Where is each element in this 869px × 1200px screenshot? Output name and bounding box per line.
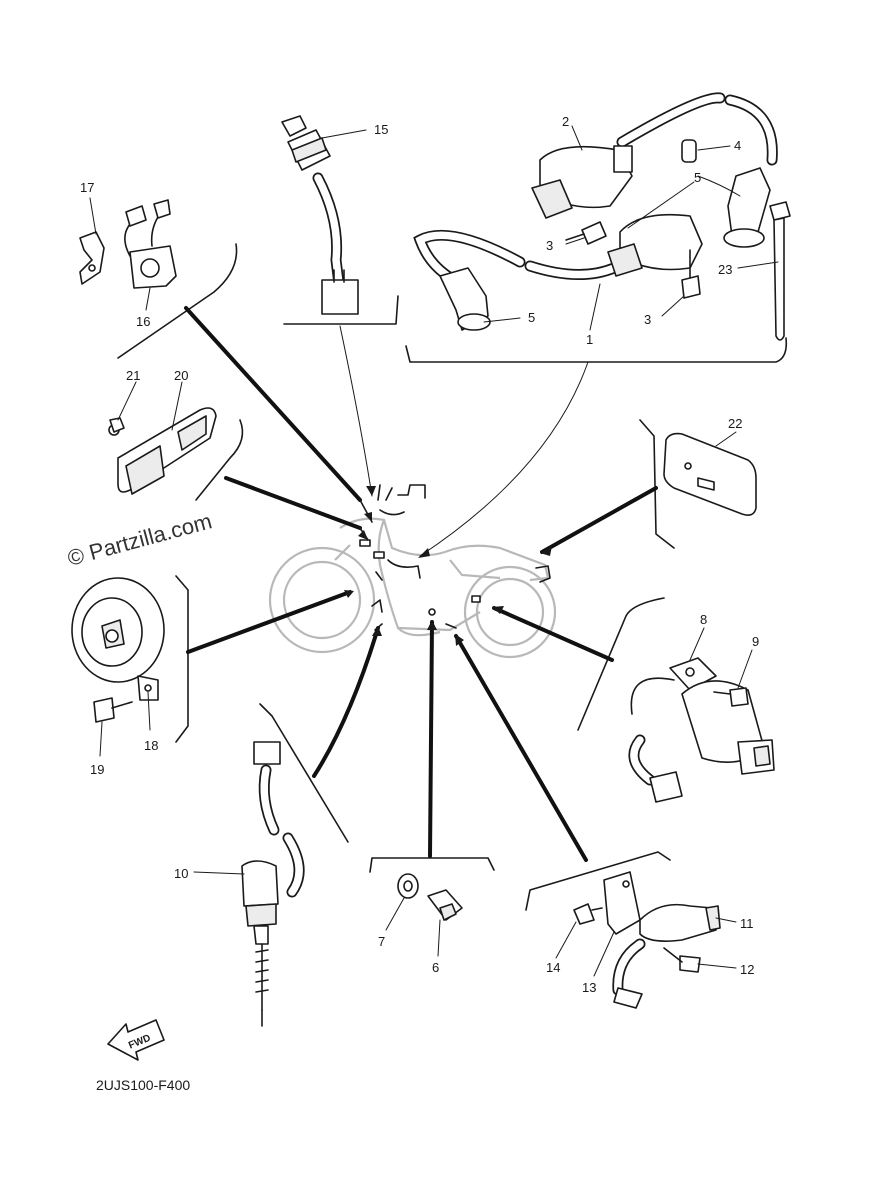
callout-leaders	[89, 125, 779, 977]
callout-21: 21	[126, 368, 140, 383]
callout-18: 18	[144, 738, 158, 753]
callout-6: 6	[432, 960, 439, 975]
callout-3b: 3	[644, 312, 651, 327]
callout-3a: 3	[546, 238, 553, 253]
part-22-reflector	[663, 432, 757, 516]
ignition-coils	[413, 92, 791, 341]
callout-22: 22	[728, 416, 742, 431]
part-18-19-horn	[71, 577, 165, 723]
part-20-reflector	[108, 407, 217, 495]
callout-13: 13	[582, 980, 596, 995]
callout-5a: 5	[694, 170, 701, 185]
diagram-code: 2UJS100-F400	[96, 1077, 190, 1093]
callout-23: 23	[718, 262, 732, 277]
callout-1: 1	[586, 332, 593, 347]
callout-5b: 5	[528, 310, 535, 325]
callout-7: 7	[378, 934, 385, 949]
callout-16: 16	[136, 314, 150, 329]
arrow-heads	[344, 486, 552, 646]
callout-numbers: 15 17 16 2 4 5 3 23 5 3 1 21 20 22 8 9 1…	[80, 114, 759, 995]
watermark: © Partzilla.com	[65, 508, 215, 571]
callout-2: 2	[562, 114, 569, 129]
callout-20: 20	[174, 368, 188, 383]
part-10-sensor	[241, 741, 305, 1027]
part-15-switch	[281, 115, 359, 315]
callout-15: 15	[374, 122, 388, 137]
callout-14: 14	[546, 960, 560, 975]
callout-10: 10	[174, 866, 188, 881]
callout-19: 19	[90, 762, 104, 777]
bike-mounted-parts	[359, 484, 551, 631]
callout-8: 8	[700, 612, 707, 627]
part-17-16-switch	[79, 199, 177, 289]
callout-11: 11	[740, 916, 754, 931]
callout-4: 4	[734, 138, 741, 153]
fwd-arrow-icon: FWD	[107, 1019, 165, 1061]
part-11-14-switch-assembly	[573, 871, 721, 1009]
callout-9: 9	[752, 634, 759, 649]
part-8-9-main-switch	[628, 657, 775, 803]
callout-17: 17	[80, 180, 94, 195]
motorcycle-silhouette	[268, 517, 557, 659]
callout-12: 12	[740, 962, 754, 977]
part-6-7-switch-washer	[397, 873, 463, 921]
leader-lines	[117, 243, 788, 911]
